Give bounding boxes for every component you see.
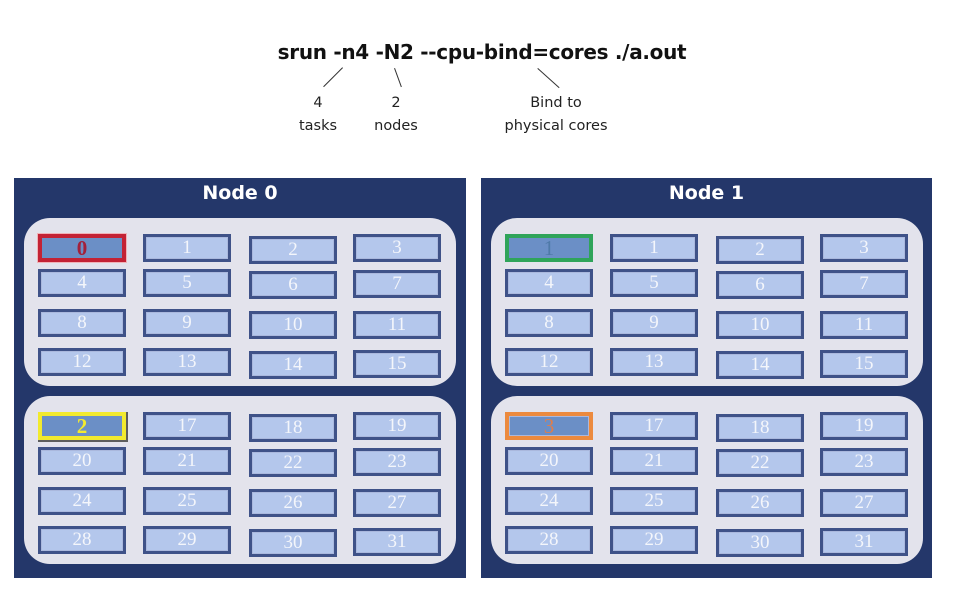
cpu-core: 6	[716, 271, 804, 299]
socket-1: 3 17 18 19 20 21 22 23 24 25 26 27 28 29 30 31	[491, 396, 923, 564]
cpu-core: 31	[353, 528, 441, 556]
cpu-core: 19	[353, 412, 441, 440]
cpu-core: 23	[820, 448, 908, 476]
cpu-core: 26	[249, 489, 337, 517]
cpu-core: 10	[716, 311, 804, 339]
cpu-core: 24	[505, 487, 593, 515]
cpu-core: 22	[249, 449, 337, 477]
annotation-tasks: 4 tasks	[290, 92, 346, 138]
annotation-nodes: 2 nodes	[364, 92, 428, 138]
cpu-core: 6	[249, 271, 337, 299]
cpu-core: 18	[249, 414, 337, 442]
cpu-core: 1	[610, 234, 698, 262]
cpu-core: 28	[38, 526, 126, 554]
cpu-core: 26	[716, 489, 804, 517]
cpu-core: 20	[38, 447, 126, 475]
cpu-core: 27	[353, 489, 441, 517]
cpu-core: 15	[820, 350, 908, 378]
annotation-bind: Bind to physical cores	[490, 92, 622, 138]
cpu-core: 9	[143, 309, 231, 337]
node-title: Node 1	[668, 182, 745, 204]
cpu-core: 30	[716, 529, 804, 557]
node-title: Node 0	[202, 182, 278, 204]
cpu-core: 12	[505, 348, 593, 376]
cpu-core: 14	[249, 351, 337, 379]
cpu-core: 21	[610, 447, 698, 475]
cpu-core: 24	[38, 487, 126, 515]
cpu-core: 4	[38, 269, 126, 297]
cpu-core: 29	[610, 526, 698, 554]
bound-core-task-1: 1	[505, 234, 593, 262]
cpu-core: 29	[143, 526, 231, 554]
cpu-core: 17	[143, 412, 231, 440]
cpu-core: 11	[820, 311, 908, 339]
annotation-nodes-label: nodes	[374, 118, 418, 134]
cpu-core: 23	[353, 448, 441, 476]
cpu-core: 25	[610, 487, 698, 515]
cpu-core: 17	[610, 412, 698, 440]
cpu-core: 1	[143, 234, 231, 262]
leader-line-tasks	[323, 67, 343, 88]
cpu-core: 13	[143, 348, 231, 376]
cpu-core: 4	[505, 269, 593, 297]
cpu-core: 15	[353, 350, 441, 378]
bound-core-task-3: 3	[505, 412, 593, 440]
cpu-core: 22	[716, 449, 804, 477]
annotation-bind-line2: physical cores	[504, 118, 608, 134]
cpu-core: 2	[716, 236, 804, 264]
annotation-bind-line1: Bind to	[530, 95, 582, 111]
cpu-core: 5	[610, 269, 698, 297]
leader-line-nodes	[394, 68, 402, 88]
cpu-core: 5	[143, 269, 231, 297]
cpu-core: 7	[353, 270, 441, 298]
cpu-core: 9	[610, 309, 698, 337]
cpu-core: 18	[716, 414, 804, 442]
cpu-core: 2	[249, 236, 337, 264]
annotation-nodes-count: 2	[391, 95, 401, 111]
cpu-core: 31	[820, 528, 908, 556]
cpu-core: 8	[505, 309, 593, 337]
cpu-core: 3	[820, 234, 908, 262]
cpu-core: 11	[353, 311, 441, 339]
cpu-core: 14	[716, 351, 804, 379]
cpu-core: 7	[820, 270, 908, 298]
leader-line-bind	[537, 68, 560, 89]
cpu-core: 30	[249, 529, 337, 557]
bound-core-task-2: 2	[38, 412, 126, 440]
cpu-core: 20	[505, 447, 593, 475]
cpu-core: 27	[820, 489, 908, 517]
cpu-core: 3	[353, 234, 441, 262]
cpu-core: 21	[143, 447, 231, 475]
bound-core-task-0: 0	[38, 234, 126, 262]
cpu-core: 28	[505, 526, 593, 554]
annotation-tasks-count: 4	[313, 95, 323, 111]
cpu-core: 19	[820, 412, 908, 440]
cpu-core: 13	[610, 348, 698, 376]
cpu-core: 8	[38, 309, 126, 337]
cpu-core: 12	[38, 348, 126, 376]
cpu-core: 10	[249, 311, 337, 339]
socket-1: 2 17 18 19 20 21 22 23 24 25 26 27 28 29 30 31	[24, 396, 456, 564]
srun-command: srun -n4 -N2 --cpu-bind=cores ./a.out	[277, 40, 687, 64]
cpu-core: 25	[143, 487, 231, 515]
annotation-tasks-label: tasks	[298, 118, 338, 134]
